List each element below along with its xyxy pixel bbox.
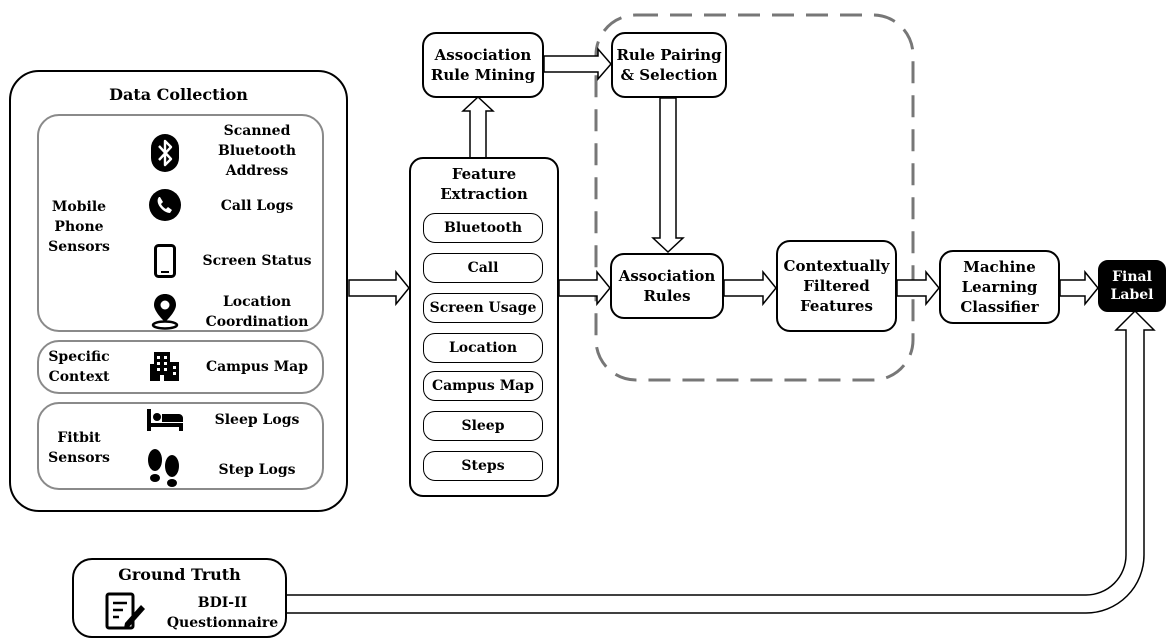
arrow-groundtruth-to-final bbox=[284, 309, 1156, 614]
footprints-icon bbox=[144, 447, 184, 489]
ml-classifier-box: Machine Learning Classifier bbox=[939, 250, 1060, 324]
arrow-features-to-assocrules bbox=[558, 269, 611, 307]
feature-call: Call bbox=[423, 253, 543, 283]
arrow-arm-to-rulepairing bbox=[543, 46, 612, 82]
feature-sleep: Sleep bbox=[423, 411, 543, 441]
sleep-logs-label: Sleep Logs bbox=[214, 412, 300, 428]
smartphone-icon bbox=[150, 241, 180, 281]
arrow-features-to-arm bbox=[461, 95, 495, 159]
rule-selection-group bbox=[594, 13, 915, 382]
bluetooth-icon bbox=[147, 133, 183, 173]
feature-campus-map: Campus Map bbox=[423, 371, 543, 401]
data-collection-title: Data Collection bbox=[109, 85, 248, 104]
data-collection-panel bbox=[9, 70, 348, 512]
arrow-classifier-to-final bbox=[1059, 269, 1099, 307]
rule-pairing-selection-box: Rule Pairing& Selection bbox=[611, 32, 727, 98]
feature-screen-usage: Screen Usage bbox=[423, 293, 543, 323]
arrow-datacollection-to-features bbox=[348, 269, 410, 307]
arrow-rulepairing-to-assocrules bbox=[651, 97, 685, 254]
bdi-questionnaire-label: BDI-II Questionnaire bbox=[166, 595, 279, 631]
mobile-sensors-label: Mobile Phone Sensors bbox=[48, 199, 110, 255]
specific-context-label: Specific Context bbox=[48, 349, 110, 385]
mobile-sensors-group bbox=[37, 114, 324, 332]
feature-location: Location bbox=[423, 333, 543, 363]
fitbit-sensors-label: Fitbit Sensors bbox=[48, 430, 110, 466]
feature-extraction-panel bbox=[409, 157, 559, 497]
map-pin-icon bbox=[148, 291, 182, 331]
location-coordination-label: Location Coordination bbox=[205, 294, 309, 330]
building-icon bbox=[146, 347, 184, 385]
specific-context-group bbox=[37, 340, 324, 394]
bed-icon bbox=[144, 405, 186, 435]
feature-extraction-title: Feature Extraction bbox=[440, 165, 528, 203]
campus-map-label: Campus Map bbox=[205, 359, 309, 375]
scanned-bluetooth-label: Scanned Bluetooth Address bbox=[217, 123, 297, 179]
arrow-assocrules-to-filtered bbox=[723, 269, 777, 307]
phone-call-icon bbox=[146, 186, 184, 224]
contextually-filtered-features-box: Contextually Filtered Features bbox=[776, 240, 897, 332]
feature-steps: Steps bbox=[423, 451, 543, 481]
step-logs-label: Step Logs bbox=[218, 462, 296, 478]
fitbit-sensors-group bbox=[37, 402, 324, 490]
call-logs-label: Call Logs bbox=[220, 198, 294, 214]
ground-truth-title: Ground Truth bbox=[118, 565, 241, 584]
feature-bluetooth: Bluetooth bbox=[423, 213, 543, 243]
questionnaire-icon bbox=[100, 590, 150, 634]
arrow-filtered-to-classifier bbox=[896, 269, 940, 307]
screen-status-label: Screen Status bbox=[202, 253, 312, 269]
